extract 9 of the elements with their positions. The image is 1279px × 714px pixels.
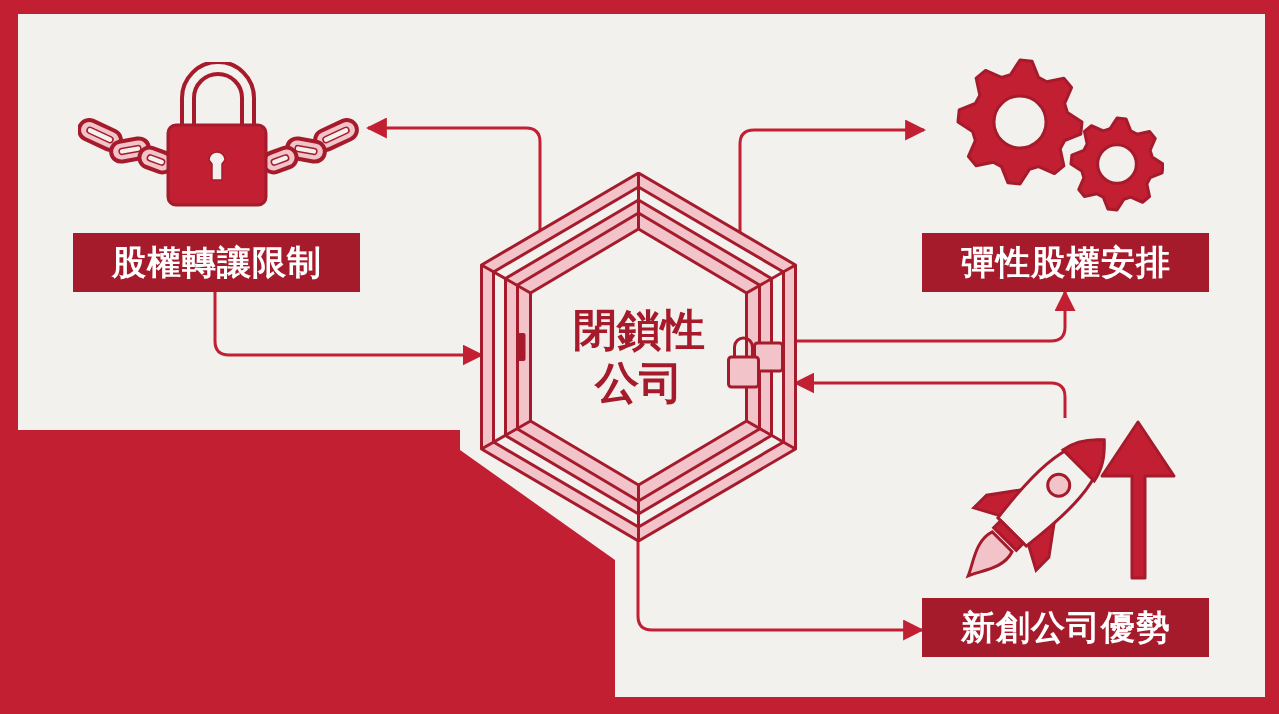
banner-text: 股權轉讓限制: [111, 240, 322, 284]
label-banner: [922, 233, 1209, 292]
arrow: [365, 117, 542, 231]
banner-text: 新創公司優勢: [960, 605, 1171, 649]
label-banner: [73, 233, 360, 292]
arrow: [738, 119, 927, 233]
banner-text: 彈性股權安排: [960, 240, 1171, 284]
label-banner: [922, 598, 1209, 657]
hex-title: 閉鎖性公司: [571, 304, 706, 410]
